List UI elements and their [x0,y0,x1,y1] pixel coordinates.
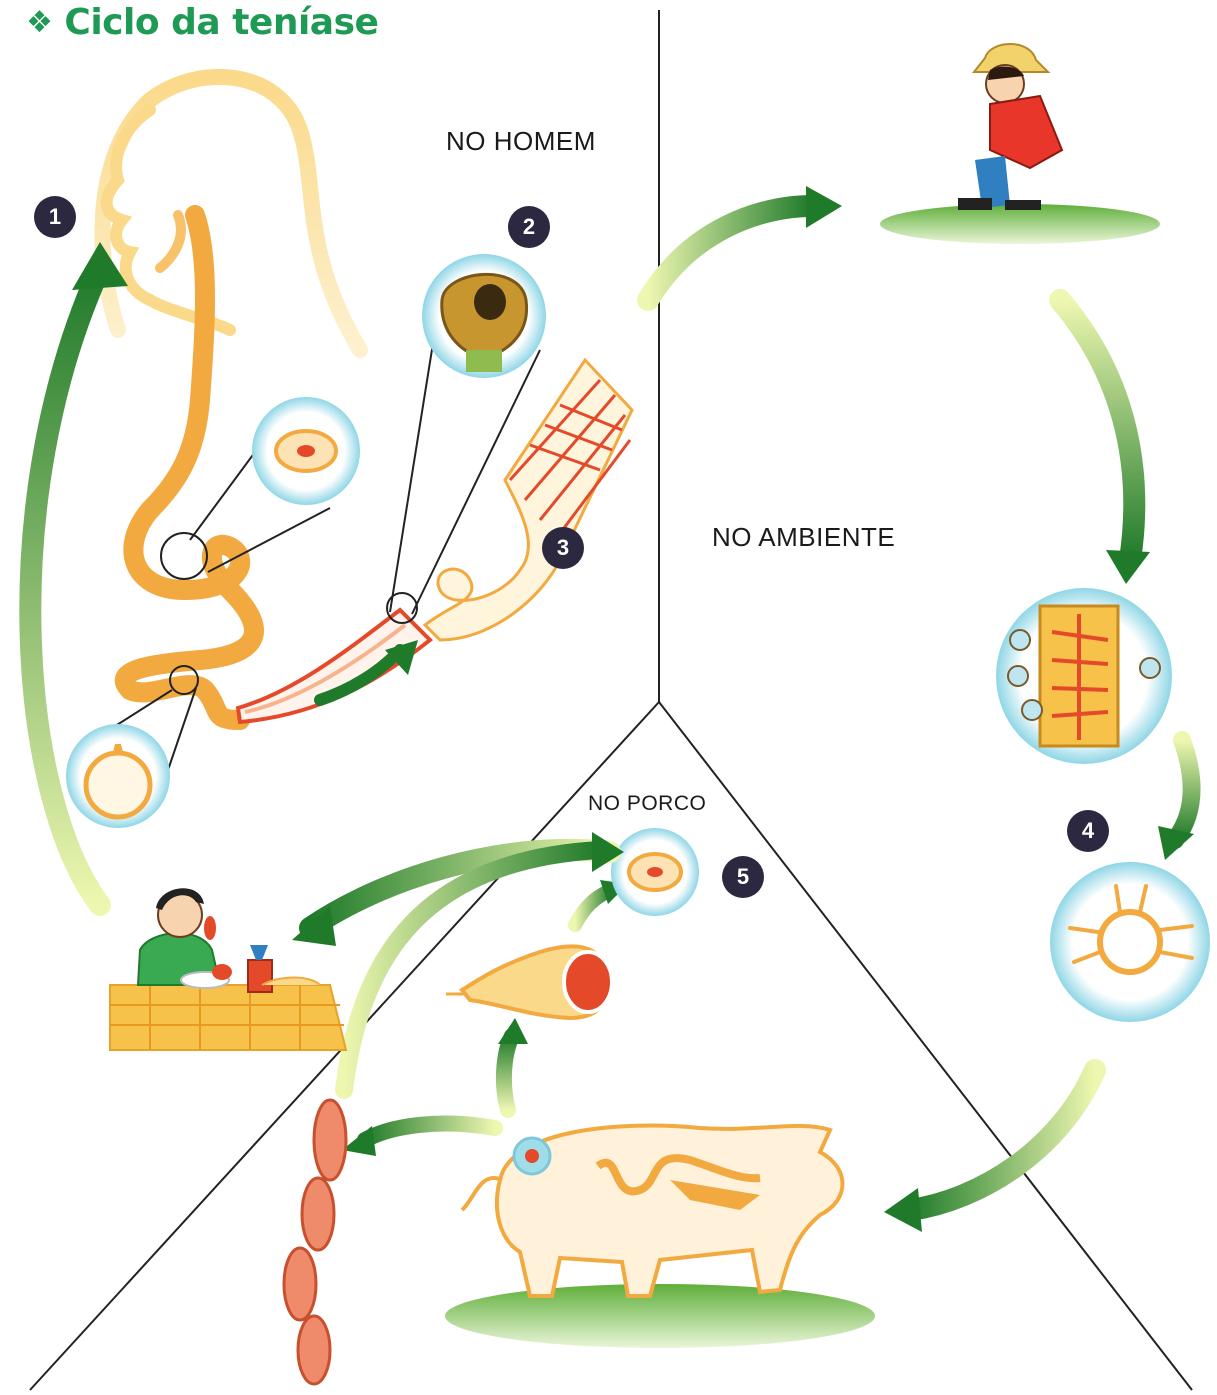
step-badge-3: 3 [542,527,584,569]
four-diamonds-icon: ❖ [26,8,52,38]
tapeworm-strobila [425,360,632,640]
arrow-environment-down-2 [1158,740,1194,860]
sausage-links [284,1100,346,1384]
region-label-porco: NO PORCO [588,792,706,816]
pig [445,1126,875,1348]
person-eating [110,888,346,1050]
region-label-ambiente: NO AMBIENTE [712,522,895,553]
arrow-human-to-environment [648,186,842,300]
step-badge-5: 5 [722,856,764,898]
man-defecating [880,44,1160,244]
arrow-pig-to-sausage [342,1124,495,1156]
magnifier-gravid-proglottid [996,588,1172,764]
step-badge-4: 4 [1067,810,1109,852]
diagram-title: ❖ Ciclo da teníase [26,2,378,43]
magnifier-oncosphere [1050,862,1210,1022]
arrow-pig-to-meat [498,1018,528,1110]
region-label-homem: NO HOMEM [446,126,596,157]
arrow-environment-down-1 [1060,300,1150,584]
human-digestive-tract [102,77,430,722]
arrow-environment-to-pig [884,1070,1095,1232]
infected-ham [446,946,612,1018]
step-badge-2: 2 [508,206,550,248]
magnifier-cysticercus [611,828,699,916]
step-badge-1: 1 [34,196,76,238]
diagram-title-text: Ciclo da teníase [64,2,378,43]
